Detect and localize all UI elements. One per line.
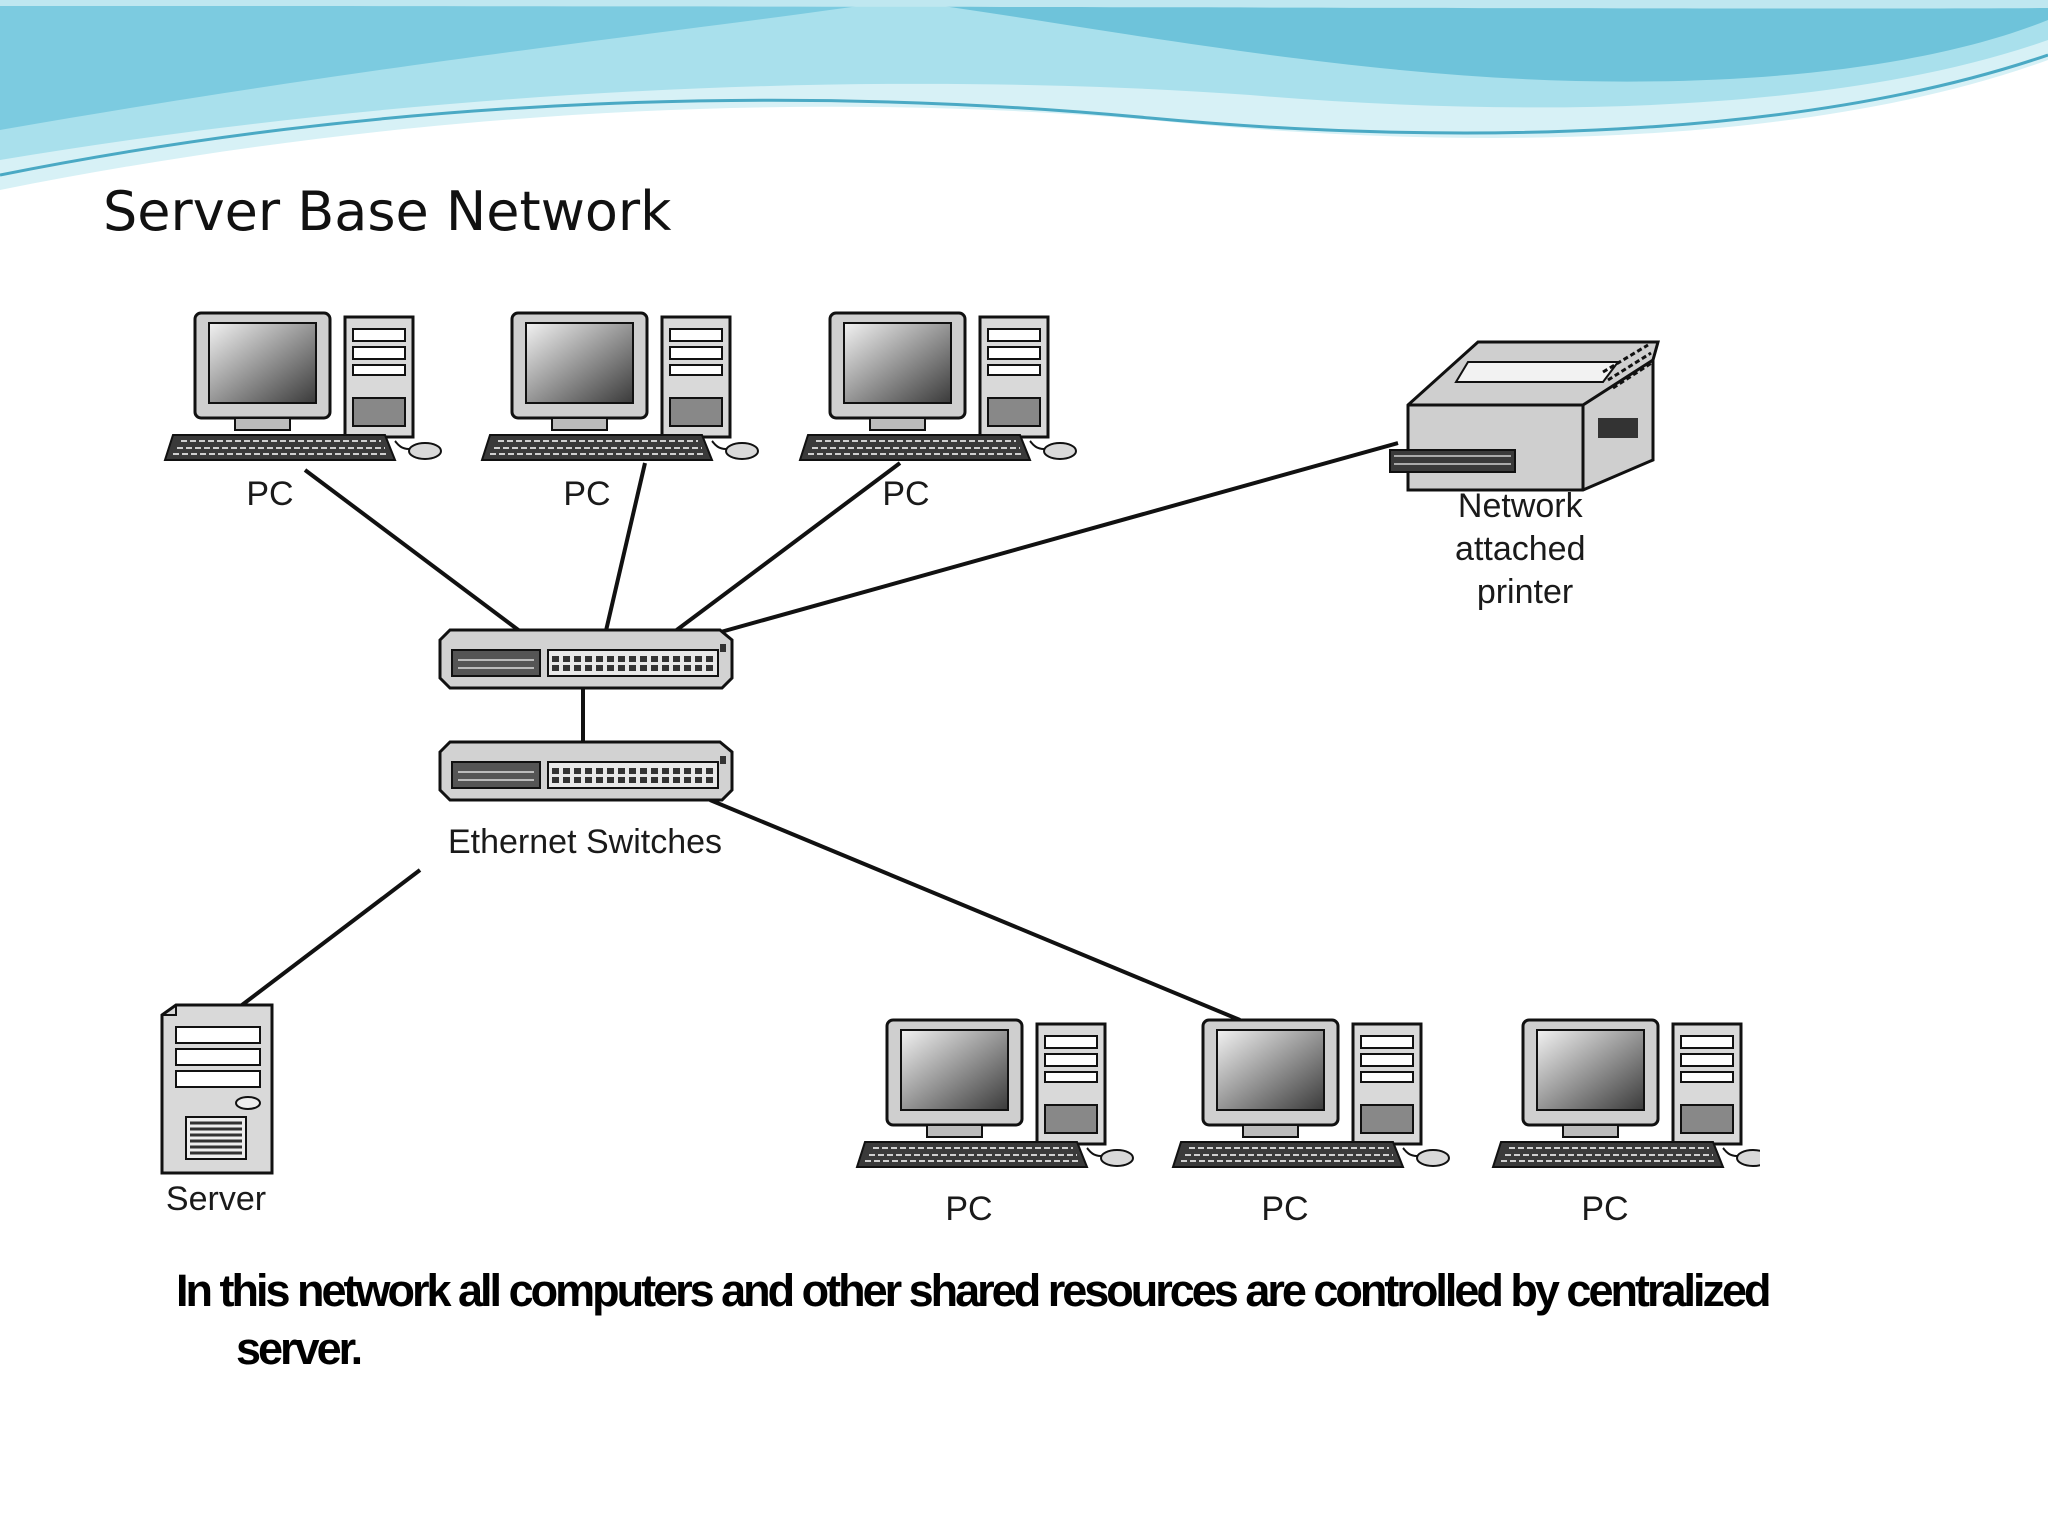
connection-lines	[240, 441, 1399, 1022]
switches-label: Ethernet Switches	[448, 823, 722, 861]
pc-bottom-3-label: PC	[1581, 1190, 1628, 1228]
server-label: Server	[166, 1180, 266, 1218]
pc-bottom-3	[1491, 1018, 1760, 1169]
pc-top-1-label: PC	[246, 475, 293, 513]
printer-label: Network attached printer	[1455, 487, 1595, 611]
printer-label-line-2: attached	[1455, 530, 1585, 568]
printer-label-line-1: Network	[1458, 487, 1584, 525]
ethernet-switch-upper	[440, 630, 732, 688]
pc-top-3-label: PC	[882, 475, 929, 513]
pc-top-2	[480, 311, 760, 462]
slide-title: Server Base Network	[103, 180, 672, 243]
pc-top-1	[163, 311, 443, 462]
pc-bottom-2	[1171, 1018, 1451, 1169]
pc-bottom-1	[855, 1018, 1135, 1169]
header-wave-decoration	[0, 0, 2048, 190]
link-printer	[709, 441, 1399, 637]
link-pc-top-3	[668, 461, 902, 637]
printer-label-line-3: printer	[1477, 573, 1573, 611]
pc-bottom-1-label: PC	[945, 1190, 992, 1228]
printer-icon	[1389, 340, 1660, 492]
link-pc-top-1	[303, 468, 527, 637]
link-server	[240, 868, 422, 1007]
pc-top-2-label: PC	[563, 475, 610, 513]
slide-caption: In this network all computers and other …	[176, 1265, 1772, 1374]
link-pc-top-2	[603, 462, 647, 636]
network-diagram: PC PC PC Network attached printer Ethern…	[160, 311, 1760, 1228]
link-pc-bottom-2	[709, 798, 1241, 1022]
ethernet-switch-lower	[440, 742, 732, 800]
pc-top-3	[798, 311, 1078, 462]
server-icon	[160, 1003, 274, 1175]
pc-bottom-2-label: PC	[1261, 1190, 1308, 1228]
